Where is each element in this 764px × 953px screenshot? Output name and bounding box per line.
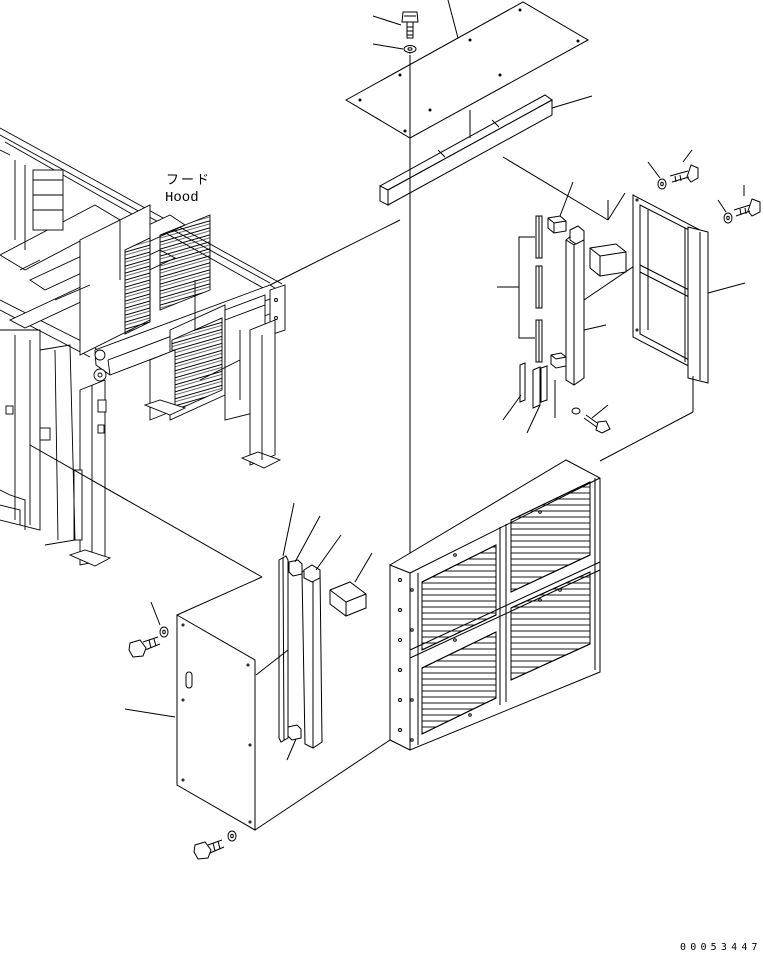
post-lower [301, 564, 323, 749]
washer-right-1 [657, 178, 667, 190]
foam-block-upper [589, 243, 627, 277]
washer-bottom [227, 830, 237, 842]
washer-left-mid [159, 626, 169, 638]
side-cover-panel [176, 614, 256, 831]
side-seal-panel-right [632, 194, 701, 373]
top-cover-plate [344, 1, 590, 139]
seal-pieces-lower [519, 362, 548, 409]
grille-assembly [389, 459, 601, 751]
figure-number: 00053447 [680, 942, 762, 953]
hood-label: Hood [165, 190, 199, 206]
top-beam [378, 94, 553, 206]
hood-label-japanese: フード [166, 173, 212, 188]
bolt-bottom [193, 839, 225, 860]
small-pad-upper [547, 215, 567, 234]
small-pad-lower-left-1 [288, 559, 303, 577]
seal-strip-upper [535, 215, 543, 363]
seal-strip-lower-1 [278, 555, 289, 743]
small-pad-lower [550, 352, 567, 369]
bolt-right-1 [669, 164, 699, 183]
small-pad-lower-left-2 [287, 724, 302, 741]
bolt-right-2 [733, 198, 761, 217]
bolt-left-mid [128, 636, 161, 658]
foam-block-lower [329, 581, 367, 617]
bolt-right-lower [571, 407, 611, 434]
post-upper [565, 225, 585, 386]
side-gasket-right [687, 226, 709, 384]
washer-top [403, 45, 417, 53]
hood-frame [0, 127, 286, 567]
bolt-top [401, 11, 419, 39]
washer-right-2 [723, 212, 733, 224]
